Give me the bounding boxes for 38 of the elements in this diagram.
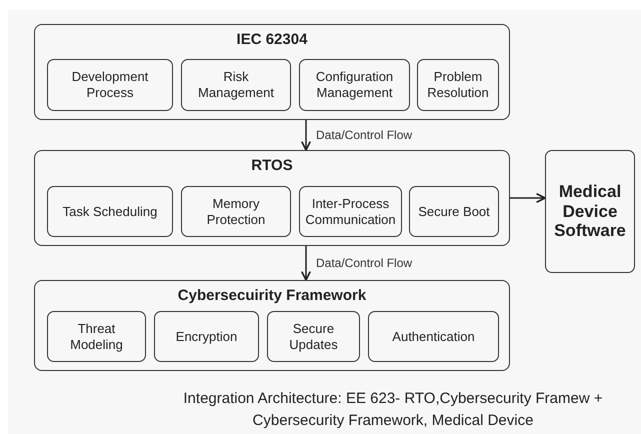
process-box — [299, 59, 410, 111]
box-label: Memory Protection — [206, 196, 266, 228]
box-label: Development Process — [70, 69, 150, 101]
arrow — [300, 246, 312, 281]
group-panel — [34, 24, 510, 120]
process-box — [47, 59, 173, 111]
group-title: RTOS — [251, 157, 293, 176]
box-label: Configuration Management — [314, 69, 394, 101]
process-box — [47, 186, 173, 237]
box-label: Secure Updates — [288, 320, 339, 352]
box-label: Threat Modeling — [69, 320, 124, 352]
process-box — [154, 311, 259, 362]
group-panel — [34, 150, 510, 246]
process-box — [368, 311, 499, 362]
process-box — [299, 186, 402, 237]
box-label: Task Scheduling — [62, 204, 158, 220]
edge-label: Data/Control Flow — [316, 257, 412, 269]
process-box — [417, 59, 499, 111]
group-title: Cybersecuirity Framework — [178, 287, 366, 306]
group-title: IEC 62304 — [236, 31, 308, 50]
caption: Integration Architecture: EE 623- RTO,Cybersecurity Framew + Cybersecurity Framework, Medical Device — [182, 389, 604, 431]
process-box — [47, 311, 146, 362]
process-box — [409, 186, 499, 237]
box-label: Secure Boot — [417, 204, 491, 220]
box-label: Risk Management — [197, 69, 275, 101]
process-box — [545, 150, 635, 273]
process-box — [181, 59, 291, 111]
box-label: Inter-Process Communication — [304, 196, 397, 228]
process-box — [267, 311, 360, 362]
arrow — [510, 192, 546, 204]
box-label: Authentication — [391, 328, 476, 344]
box-label: Problem Resolution — [426, 69, 490, 101]
arrow — [300, 120, 312, 151]
group-panel — [34, 280, 510, 371]
process-box — [181, 186, 291, 237]
box-label: Encryption — [174, 328, 238, 344]
box-label: Medical Device Software — [553, 182, 627, 241]
edge-label: Data/Control Flow — [316, 129, 412, 141]
